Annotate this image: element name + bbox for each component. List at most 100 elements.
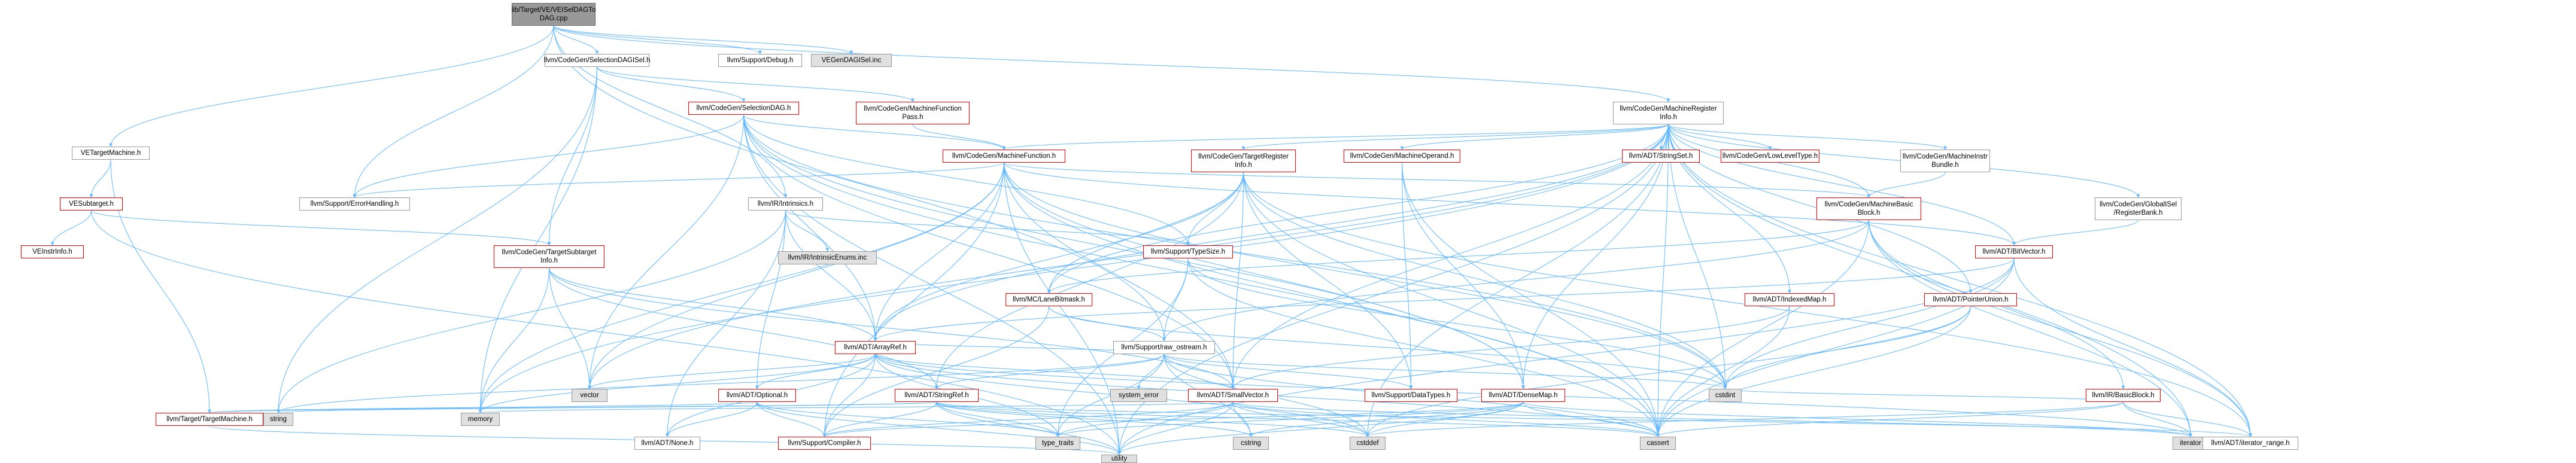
node-veinstrinfo-h[interactable]: VEInstrInfo.h <box>21 245 84 258</box>
dependency-edge <box>1243 172 1660 437</box>
dependency-edge <box>1004 162 1871 198</box>
dependency-edge <box>1004 162 2016 246</box>
dependency-edge <box>785 210 830 252</box>
node-targetregisterinfo-h[interactable]: llvm/CodeGen/TargetRegister Info.h <box>1191 150 1296 172</box>
node-registerbank-h[interactable]: llvm/CodeGen/GlobalISel /RegisterBank.h <box>2095 197 2182 220</box>
node-lanebitmask-h[interactable]: llvm/MC/LaneBitmask.h <box>1006 293 1092 306</box>
node-system-error: system_error <box>1110 389 1167 402</box>
dependency-edge <box>743 114 1006 150</box>
dependency-edge <box>1400 124 1669 150</box>
dependency-edge <box>1668 124 2252 437</box>
dependency-edge <box>1231 172 1244 389</box>
node-stringset-h[interactable]: llvm/ADT/StringSet.h <box>1622 150 1700 163</box>
dependency-edge <box>743 114 877 342</box>
dependency-edge <box>822 401 1524 437</box>
node-smallvector-h[interactable]: llvm/ADT/SmallVector.h <box>1188 389 1278 402</box>
dependency-edge <box>743 114 1190 246</box>
dependency-edge <box>1656 401 2124 437</box>
dependency-edge <box>1049 306 1727 389</box>
node-iterator-range-h[interactable]: llvm/ADT/iterator_range.h <box>2203 437 2298 450</box>
dependency-edge <box>277 210 786 413</box>
dependency-edge <box>912 124 1006 150</box>
node-machinebasicblock-h[interactable]: llvm/CodeGen/MachineBasic Block.h <box>1816 197 1921 220</box>
node-machineregisterinfo-h[interactable]: llvm/CodeGen/MachineRegister Info.h <box>1613 102 1724 124</box>
dependency-edge <box>873 124 1669 342</box>
node-selectiondagisel-h[interactable]: llvm/CodeGen/SelectionDAGISel.h <box>544 54 650 67</box>
dependency-edge <box>1187 258 1660 437</box>
node-vetargetmachine-h[interactable]: VETargetMachine.h <box>72 147 150 160</box>
node-indexedmap-h[interactable]: llvm/ADT/IndexedMap.h <box>1745 293 1834 306</box>
node-densemap-h[interactable]: llvm/ADT/DenseMap.h <box>1481 389 1565 402</box>
dependency-edge <box>478 66 597 413</box>
dependency-edge <box>50 210 92 246</box>
node-vesubtarget-h[interactable]: VESubtarget.h <box>60 197 123 211</box>
dependency-edge <box>1232 401 2192 437</box>
node-machinefunction-h[interactable]: llvm/CodeGen/MachineFunction.h <box>943 150 1065 163</box>
dependency-edge <box>1231 306 1790 389</box>
dependency-edge <box>666 210 786 437</box>
node-machineoperand-h[interactable]: llvm/CodeGen/MachineOperand.h <box>1344 150 1460 163</box>
node-compiler-h[interactable]: llvm/Support/Compiler.h <box>778 437 871 450</box>
dependency-edge <box>936 401 1060 437</box>
dependency-edge <box>1056 401 1524 437</box>
dependency-edge <box>1241 124 1669 150</box>
node-datatypes-h[interactable]: llvm/Support/DataTypes.h <box>1365 389 1457 402</box>
dependency-edge <box>875 354 1235 389</box>
dependency-edge <box>91 210 551 246</box>
node-lowleveltype-h[interactable]: llvm/CodeGen/LowLevelType.h <box>1721 150 1819 163</box>
dependency-edge <box>873 258 2015 342</box>
node-pointerunion-h[interactable]: llvm/ADT/PointerUnion.h <box>1924 293 2017 306</box>
node-targetsubtargetinfo-h[interactable]: llvm/CodeGen/TargetSubtarget Info.h <box>494 245 604 268</box>
node-selectiondag-h[interactable]: llvm/CodeGen/SelectionDAG.h <box>688 102 799 115</box>
dependency-edge <box>1186 172 1244 246</box>
dependency-edge <box>1249 401 1524 437</box>
dependency-edge <box>755 210 786 389</box>
dependency-edge <box>478 162 1004 413</box>
node-typesize-h[interactable]: llvm/Support/TypeSize.h <box>1143 245 1233 258</box>
node-machinefunctionpass-h[interactable]: llvm/CodeGen/MachineFunction Pass.h <box>856 102 970 124</box>
dependency-edge <box>743 114 1235 389</box>
dependency-edge <box>935 354 1165 389</box>
dependency-edge <box>1723 306 1971 389</box>
dependency-edge <box>547 66 597 246</box>
dependency-edge <box>1117 124 1669 455</box>
dependency-edge <box>1867 172 1946 198</box>
node-errorhandling-h[interactable]: llvm/Support/ErrorHandling.h <box>299 197 410 211</box>
node-targetmachine-h[interactable]: llvm/Target/TargetMachine.h <box>156 413 263 426</box>
dependency-edge <box>1668 124 1947 150</box>
node-intrinsicenums-inc: llvm/IR/IntrinsicEnums.inc <box>778 251 877 264</box>
dependency-edge <box>478 124 1669 413</box>
dependency-edge <box>1523 401 2192 437</box>
node-machineinstrbundle-h[interactable]: llvm/CodeGen/MachineInstr Bundle.h <box>1900 150 1990 172</box>
dependency-edge <box>1869 220 2252 437</box>
dependency-edge <box>478 267 549 413</box>
dependency-edge <box>597 66 746 102</box>
dependency-edge <box>785 210 1190 246</box>
node-ir-basicblock-h[interactable]: llvm/IR/BasicBlock.h <box>2086 389 2161 402</box>
node-arrayref-h[interactable]: llvm/ADT/ArrayRef.h <box>835 341 916 354</box>
node-support-debug-h[interactable]: llvm/Support/Debug.h <box>718 54 802 67</box>
dependency-edge <box>1004 162 1121 455</box>
dependency-edge <box>936 401 1253 437</box>
dependency-edge <box>277 401 937 413</box>
dependency-edge <box>553 25 1670 102</box>
dependency-edge <box>1047 220 1869 294</box>
node-none-h[interactable]: llvm/ADT/None.h <box>634 437 700 450</box>
node-ir-intrinsics-h[interactable]: llvm/IR/Intrinsics.h <box>748 197 823 211</box>
dependency-edge <box>588 162 1004 389</box>
dependency-edge <box>277 354 1165 413</box>
dependency-edge <box>109 25 554 147</box>
dependency-edge <box>588 114 744 389</box>
dependency-edge <box>1117 401 1524 455</box>
dependency-edge <box>1164 354 1413 389</box>
node-stringref-h[interactable]: llvm/ADT/StringRef.h <box>895 389 979 402</box>
dependency-edge <box>1047 172 1244 294</box>
dependency-edge <box>209 401 759 413</box>
node-bitvector-h[interactable]: llvm/ADT/BitVector.h <box>1975 245 2053 258</box>
node-string: string <box>263 413 293 426</box>
node-raw-ostream-h[interactable]: llvm/Support/raw_ostream.h <box>1113 341 1215 354</box>
node-optional-h[interactable]: llvm/ADT/Optional.h <box>718 389 796 402</box>
dependency-edge <box>936 401 1369 437</box>
node-cstdint: cstdint <box>1709 389 1742 402</box>
